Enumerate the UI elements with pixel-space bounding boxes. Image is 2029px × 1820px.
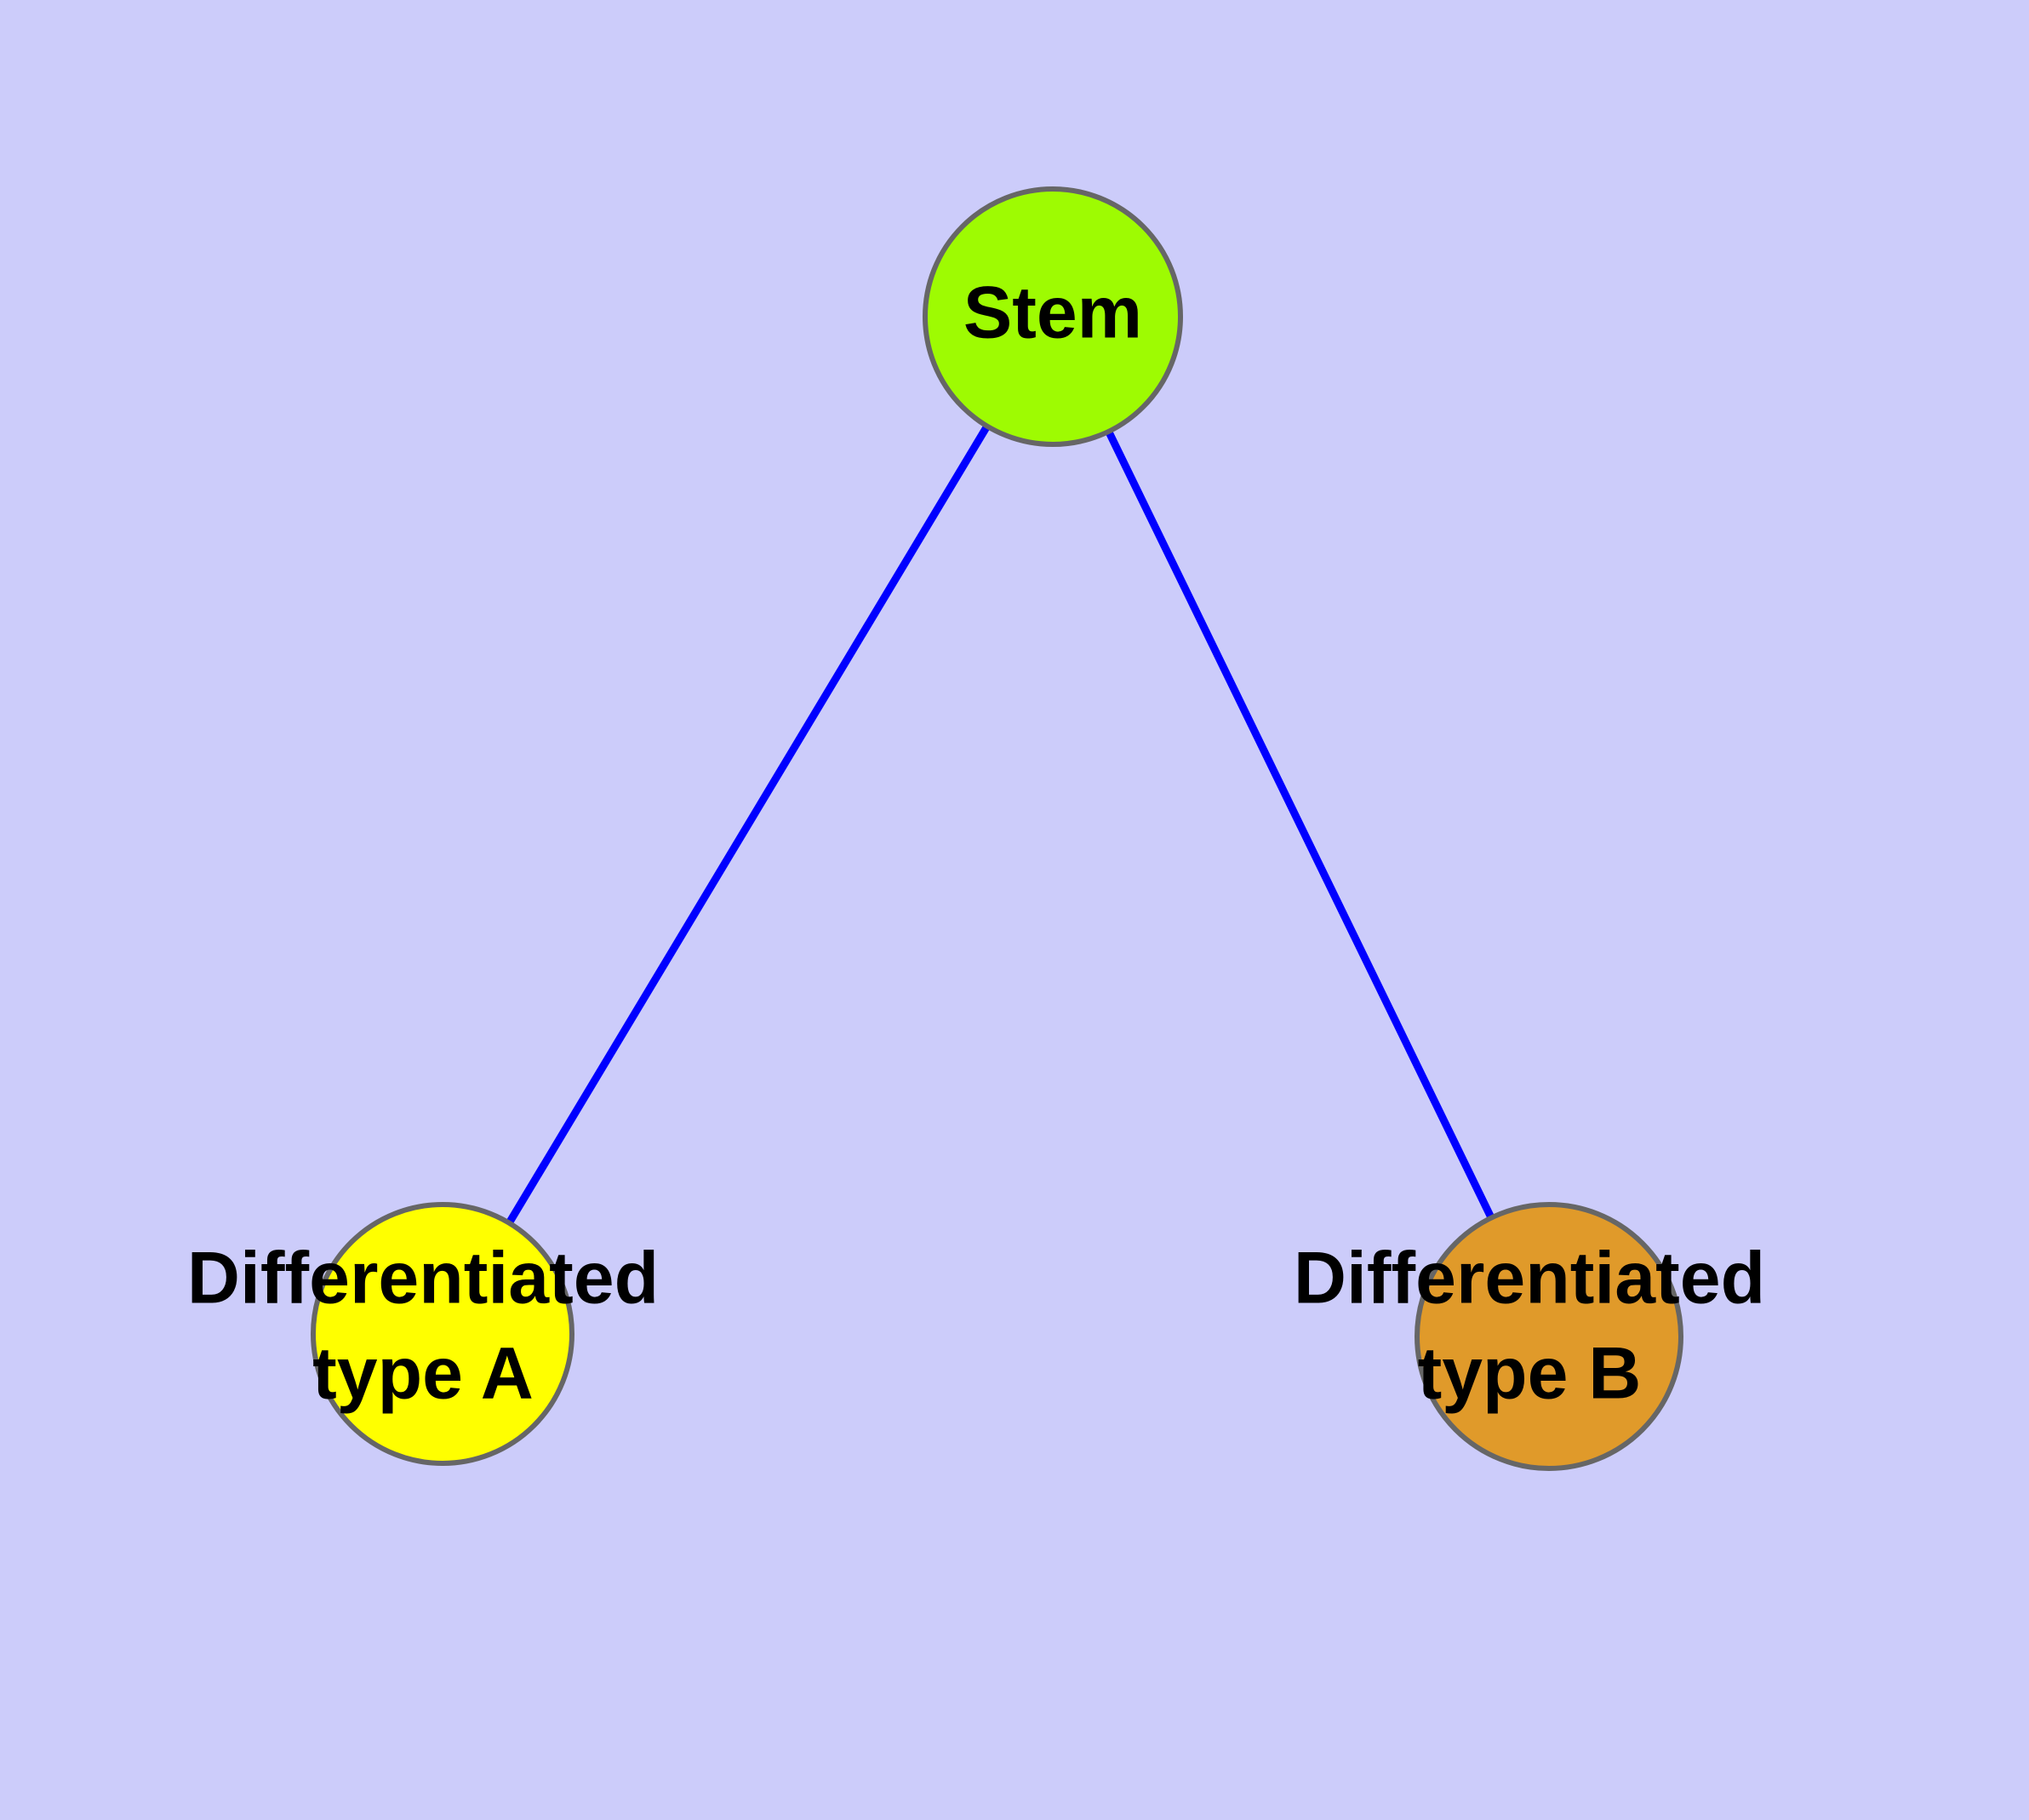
node-differentiated-type-a-label-line1: Differentiated [187, 1238, 659, 1319]
edge-layer [439, 314, 1553, 1338]
node-differentiated-type-b[interactable] [1415, 1202, 1683, 1471]
node-differentiated-type-a-label-line2: type A [312, 1333, 534, 1415]
node-differentiated-type-a-circle[interactable] [311, 1202, 574, 1466]
node-stem[interactable] [923, 186, 1183, 447]
node-differentiated-type-a[interactable] [311, 1202, 574, 1466]
node-layer [311, 186, 1683, 1471]
node-differentiated-type-b-circle[interactable] [1415, 1202, 1683, 1471]
edge-stem-to-differentiated-type-b[interactable] [1049, 315, 1553, 1338]
node-stem-circle[interactable] [923, 186, 1183, 447]
label-layer: Stem Differentiated type A Differentiate… [187, 272, 1765, 1415]
node-stem-label-line1: Stem [963, 272, 1142, 354]
edge-stem-to-differentiated-type-a[interactable] [439, 314, 1056, 1336]
node-differentiated-type-b-label-line2: type B [1418, 1333, 1642, 1415]
node-differentiated-type-b-label-line1: Differentiated [1294, 1238, 1765, 1319]
